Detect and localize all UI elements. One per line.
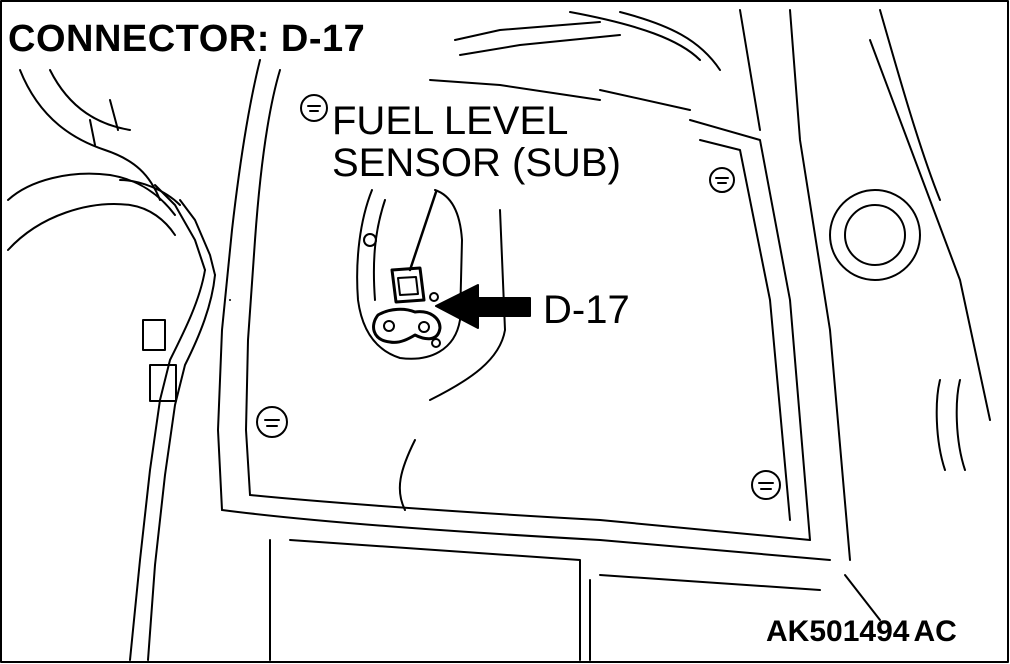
pump-cap — [829, 189, 921, 281]
page-title: CONNECTOR: D-17 — [8, 18, 366, 60]
sensor-access-hole — [356, 189, 463, 360]
callout-arrow — [435, 284, 531, 329]
fastener-marks — [256, 94, 781, 500]
connector-callout-label: D-17 — [543, 288, 630, 332]
component-label-line2: SENSOR (SUB) — [332, 141, 621, 185]
floor-panel — [217, 9, 991, 661]
component-label: FUEL LEVEL SENSOR (SUB) — [332, 100, 621, 184]
sensor-leader-line — [408, 190, 438, 272]
figure-id-code: AK501494 — [766, 615, 910, 648]
left-harness-area — [7, 69, 216, 661]
component-label-line1: FUEL LEVEL — [332, 99, 569, 143]
connector-d17-shape — [372, 266, 442, 344]
figure-id-suffix: AC — [913, 615, 957, 648]
